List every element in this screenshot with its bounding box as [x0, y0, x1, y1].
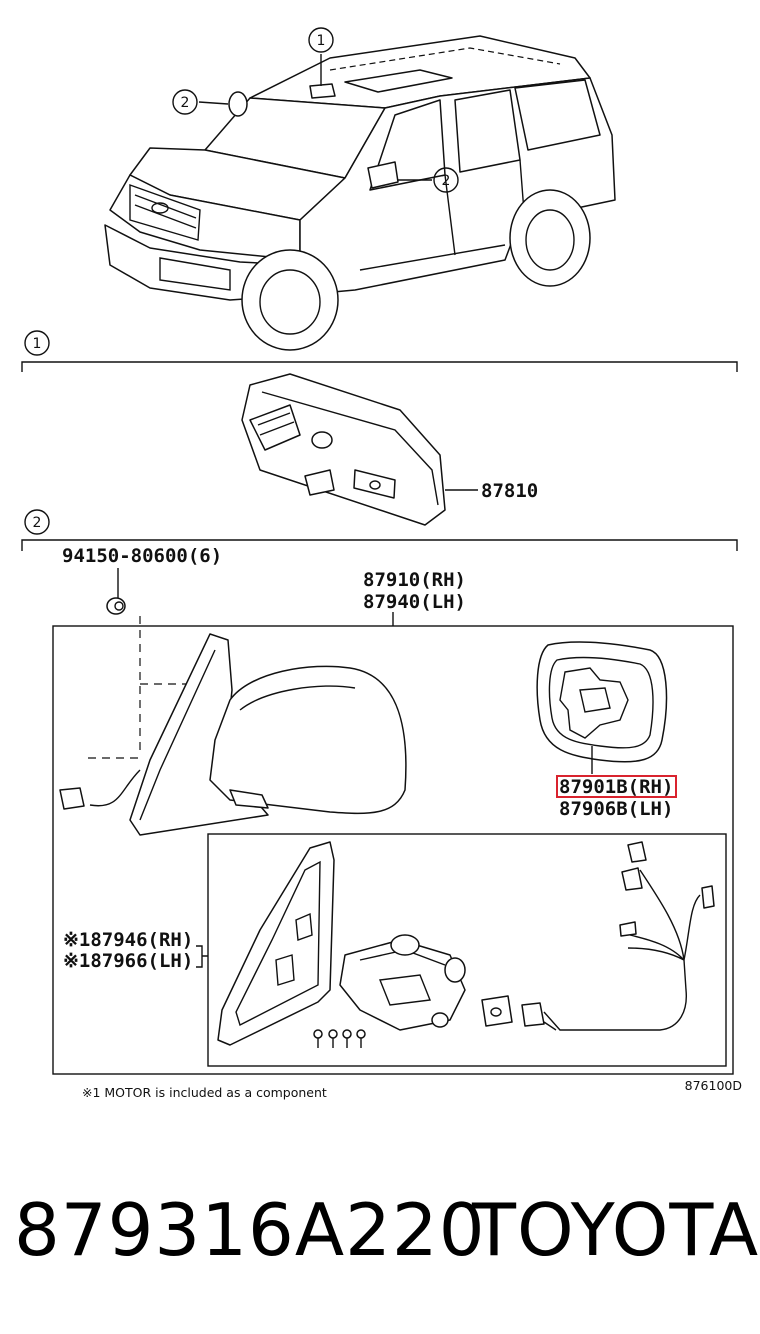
mirror-glass-drawing [536, 641, 668, 774]
assembly-box [52, 625, 734, 1075]
section-1-label: 1 [33, 336, 42, 352]
callout-2-windshield [172, 89, 198, 115]
part-outer-mirror-lh[interactable]: 87940(LH) [363, 591, 466, 613]
screws-drawing [313, 1029, 366, 1048]
callout-2-door-label: 2 [442, 173, 451, 189]
outer-mirror-drawing [59, 633, 407, 836]
part-number: 879316A220 [14, 1188, 486, 1272]
callout-1-car [308, 27, 334, 53]
callout-2-windshield-label: 2 [181, 95, 190, 111]
inner-mirror-drawing [241, 373, 446, 526]
connector-drawing [481, 995, 513, 1027]
section-2-label: 2 [33, 515, 42, 531]
wire-harness-drawing [521, 841, 715, 1031]
grommet-guide [88, 616, 205, 759]
component-box [207, 833, 727, 1067]
brand-name: TOYOTA [472, 1188, 760, 1272]
part-inner-mirror[interactable]: 87810 [481, 480, 538, 502]
section-2-callout [24, 509, 50, 535]
motor-bracket [196, 945, 208, 968]
motor-drawing [339, 934, 466, 1031]
vehicle-illustration [104, 35, 616, 351]
section-2-bracket [21, 539, 738, 551]
part-mirror-glass-lh[interactable]: 87906B(LH) [559, 798, 673, 820]
footnote: ※1 MOTOR is included as a component [82, 1085, 327, 1100]
highlight-box [556, 775, 677, 798]
part-grommet[interactable]: 94150-80600(6) [62, 545, 222, 567]
section-1-callout [24, 330, 50, 356]
callout-2-door [433, 167, 459, 193]
diagram-code: 876100D [685, 1078, 742, 1093]
part-motor-lh[interactable]: ※187966(LH) [63, 950, 193, 972]
part-mirror-glass-rh[interactable]: 87901B(RH) [559, 776, 673, 798]
callout-1-car-label: 1 [317, 33, 326, 49]
section-1-bracket [21, 361, 738, 372]
part-motor-rh[interactable]: ※187946(RH) [63, 929, 193, 951]
part-outer-mirror-rh[interactable]: 87910(RH) [363, 569, 466, 591]
mirror-base-drawing [217, 841, 335, 1046]
grommet-drawing [106, 597, 126, 615]
